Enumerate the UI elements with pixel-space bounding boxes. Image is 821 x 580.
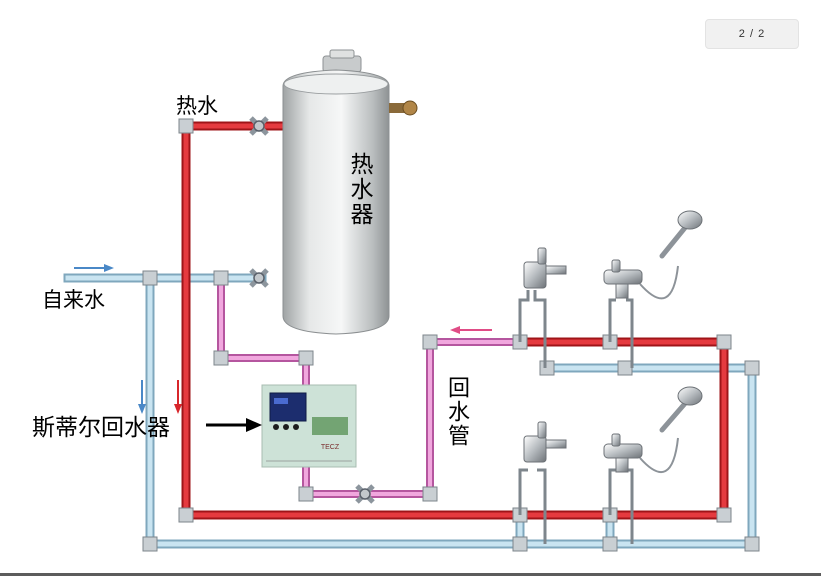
flow-arrow-icon (206, 418, 262, 432)
valve-icon (249, 116, 375, 504)
recirculator-controller: TECZ (261, 384, 357, 468)
hot-water-label: 热水 (176, 94, 218, 118)
faucet-icon (523, 247, 567, 289)
faucet-icon (523, 421, 567, 463)
water-heater-text: 热水器 (346, 152, 372, 227)
tap-water-label: 自来水 (42, 288, 105, 312)
cold-water-pipes (63, 273, 757, 549)
fixtures-lower (518, 468, 634, 544)
bottom-bar (0, 573, 821, 576)
controller-buttons (273, 424, 299, 430)
flow-arrow-icon (74, 264, 492, 414)
shower-head-icon (639, 386, 703, 474)
fixtures-upper (518, 290, 634, 368)
shower-head-icon (639, 210, 703, 300)
water-heater-tank (282, 49, 418, 335)
return-pipe-label: 回水管 (444, 376, 469, 448)
faucet-icon (603, 433, 643, 473)
pipe-fittings (142, 118, 760, 552)
recirculator-label: 斯蒂尔回水器 (32, 415, 170, 441)
controller-screen-text: TECZ (321, 444, 340, 451)
faucet-icon (603, 259, 643, 299)
page-indicator: 2 / 2 (705, 19, 799, 49)
